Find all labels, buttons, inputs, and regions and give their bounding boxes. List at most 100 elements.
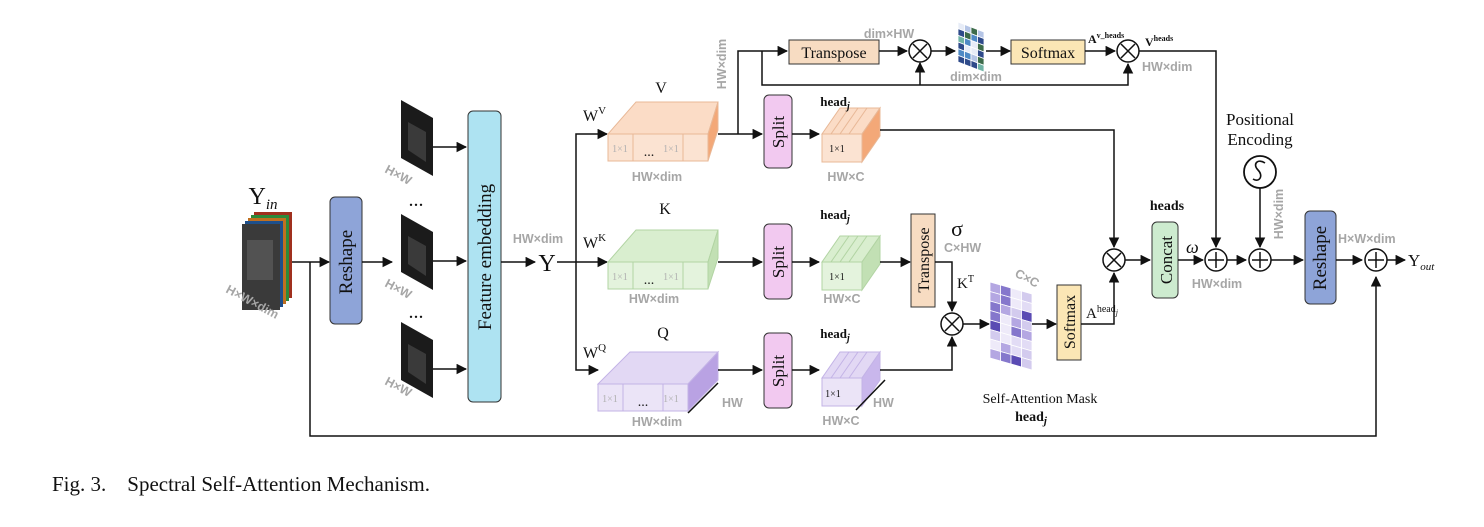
output-sub: out	[1420, 261, 1435, 273]
split-q-label: Split	[769, 355, 788, 387]
svg-text:WK: WK	[583, 232, 606, 252]
svg-text:headj: headj	[1015, 410, 1048, 427]
k-block	[606, 229, 719, 290]
v-cell-2: 1×1	[663, 144, 679, 155]
head-v-label: head	[820, 94, 848, 109]
k-cell-2: 1×1	[663, 272, 679, 283]
wq-label: W	[583, 345, 599, 362]
reshape-label: Reshape	[336, 230, 357, 294]
head-k-cell: 1×1	[829, 272, 845, 283]
top-softmax-label: Softmax	[1021, 45, 1075, 62]
reshape-block	[329, 196, 363, 325]
y-label: Y	[538, 251, 555, 277]
q-edge-dim: HW	[722, 396, 743, 410]
sine-wave-icon	[1252, 160, 1266, 181]
k-dots: ...	[644, 273, 655, 288]
positional-dim: HW×dim	[1272, 189, 1286, 239]
sigma-symbol: σ	[951, 216, 963, 241]
frame-bottom	[401, 322, 433, 398]
wv-sup: V	[598, 105, 606, 117]
times-icon	[912, 43, 928, 59]
top-attention-grid	[957, 21, 985, 73]
head-v-cell: 1×1	[829, 144, 845, 155]
head-q-sub: j	[845, 333, 850, 344]
top-v-sup: heads	[1154, 34, 1174, 43]
attention-sub: j	[1115, 308, 1119, 317]
times-icon	[1120, 43, 1136, 59]
top-v-dim: HW×dim	[1142, 60, 1192, 74]
q-block	[596, 350, 720, 413]
top-dim-dimhw: dim×HW	[864, 27, 915, 41]
feature-embedding-block	[467, 110, 502, 403]
top-transpose-label: Transpose	[801, 45, 866, 62]
reshape-out-dim: H×W×dim	[1338, 232, 1396, 246]
split-v	[763, 94, 793, 169]
top-transpose-block	[788, 39, 880, 65]
head-k-dim: HW×C	[823, 292, 860, 306]
frame-top-dim: H×W	[383, 162, 415, 188]
split-k-label: Split	[769, 246, 788, 278]
head-v-dim: HW×C	[827, 170, 864, 184]
top-dim-dimdim: dim×dim	[950, 70, 1002, 84]
q-dim: HW×dim	[632, 415, 682, 429]
head-q-block	[821, 350, 881, 408]
q-dots: ...	[638, 395, 649, 410]
top-softmax-block	[1010, 39, 1086, 65]
head-q-cell: 1×1	[825, 389, 841, 400]
top-v-label: V	[1145, 35, 1154, 49]
plus-icon	[1252, 252, 1268, 268]
plus-icon	[1368, 252, 1384, 268]
head-q-label: head	[820, 326, 848, 341]
head-k-sub: j	[845, 214, 850, 225]
transpose-k-label: Transpose	[916, 227, 933, 292]
q-title: Q	[657, 325, 669, 342]
frames-ellipsis-2: ...	[409, 301, 424, 323]
softmax-block	[1056, 284, 1082, 361]
q-cell-2: 1×1	[663, 394, 679, 405]
wk-sup: K	[598, 232, 606, 244]
attention-label: A	[1086, 306, 1097, 322]
reshape-out-label: Reshape	[1310, 226, 1331, 290]
split-v-label: Split	[769, 116, 788, 148]
svg-text:Yin: Yin	[248, 184, 277, 213]
head-v-block	[821, 106, 881, 164]
svg-text:Yout: Yout	[1408, 251, 1435, 273]
v-dots: ...	[644, 145, 655, 160]
kt-sup: T	[968, 274, 974, 285]
positional-line2: Encoding	[1227, 130, 1293, 149]
svg-text:headj: headj	[820, 94, 850, 112]
mask-head-label: head	[1015, 410, 1044, 425]
y-dim: HW×dim	[513, 232, 563, 246]
concat-heads-label: heads	[1150, 199, 1185, 214]
head-k-label: head	[820, 207, 848, 222]
output-label: Y	[1408, 251, 1420, 270]
omega-symbol: ω	[1186, 237, 1199, 257]
concat-label: Concat	[1157, 236, 1176, 284]
v-title: V	[655, 80, 667, 97]
head-k-block	[821, 234, 881, 292]
k-title: K	[659, 201, 671, 218]
figure-caption: Fig. 3. Spectral Self-Attention Mechanis…	[52, 472, 430, 496]
reshape-out-block	[1304, 210, 1337, 305]
softmax-label: Softmax	[1062, 295, 1079, 349]
attention-diagram: Yin H×W×dim Reshape H×W H×W H×W ... ... …	[224, 21, 1435, 437]
mask-cell	[1021, 356, 1033, 371]
wv-label: W	[583, 108, 599, 125]
top-a-label: A	[1088, 32, 1097, 46]
mask-head-sub: j	[1042, 415, 1048, 427]
input-label-sub: in	[266, 197, 278, 213]
plus-icon	[1208, 252, 1224, 268]
mask-title: Self-Attention Mask	[983, 392, 1098, 407]
times-icon	[944, 316, 960, 332]
frame-middle-dim: H×W	[383, 276, 415, 302]
v-dim: HW×dim	[632, 170, 682, 184]
svg-text:headj: headj	[820, 207, 850, 225]
feature-embedding-label: Feature embedding	[475, 183, 496, 330]
positional-line1: Positional	[1226, 110, 1294, 129]
svg-text:headj: headj	[820, 326, 850, 344]
k-dim: HW×dim	[629, 292, 679, 306]
input-label: Y	[248, 184, 265, 210]
frame-top	[401, 100, 433, 176]
v-block	[606, 101, 719, 162]
q-cell-1: 1×1	[602, 394, 618, 405]
